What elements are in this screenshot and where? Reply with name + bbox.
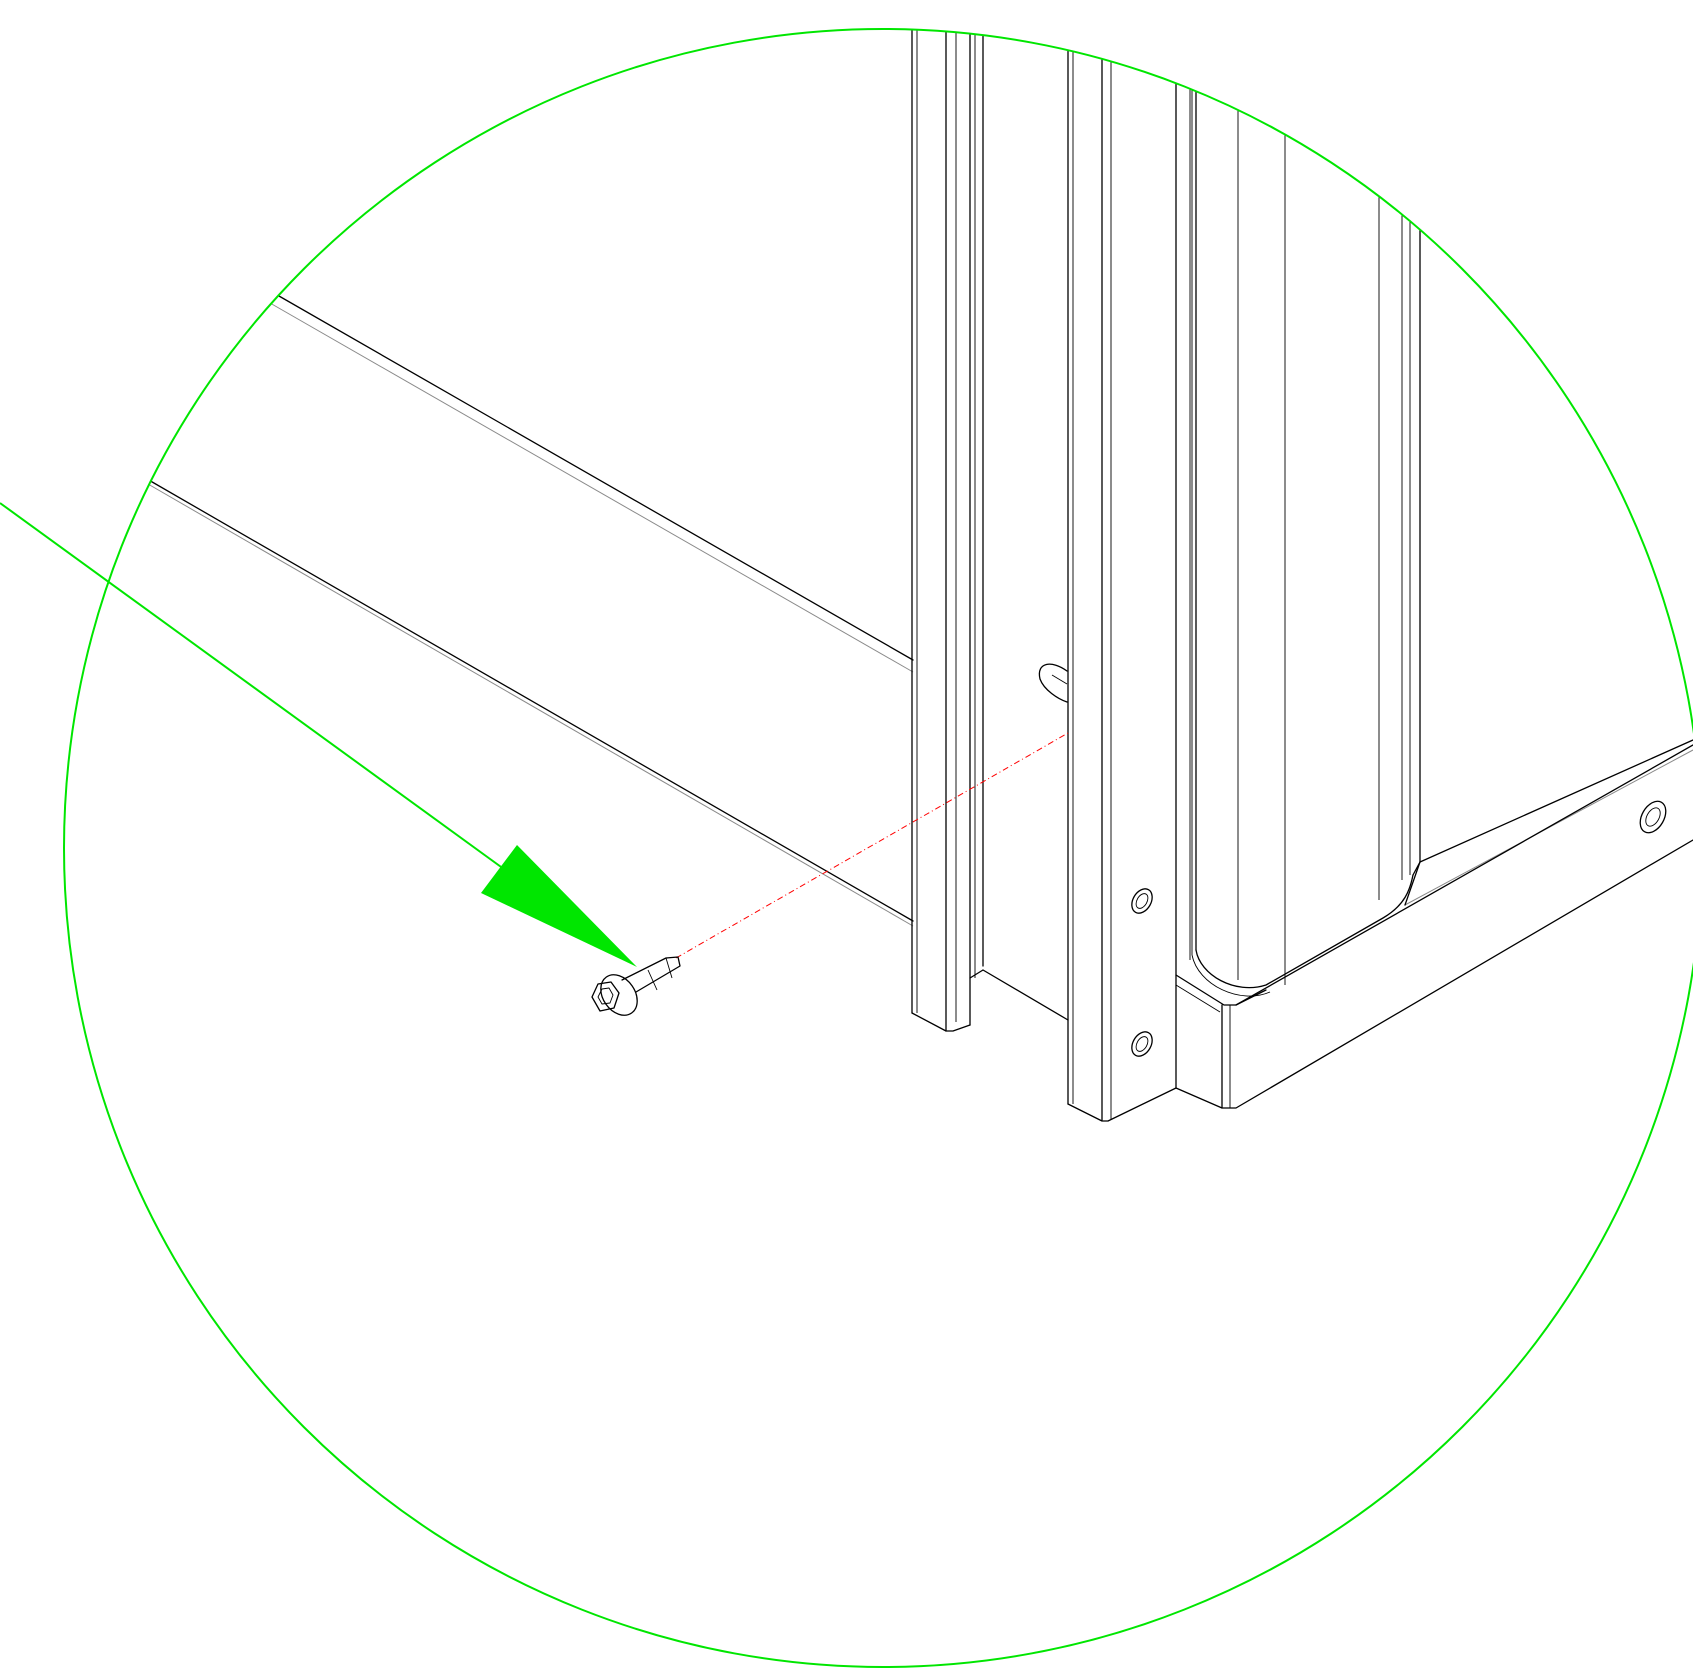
hex-flange-bolt-icon <box>591 956 681 1016</box>
insertion-arrow-icon <box>481 845 637 967</box>
vertical-rail-left <box>911 29 1069 1032</box>
vertical-rail-front <box>1038 39 1191 1122</box>
diagonal-panel <box>146 291 914 927</box>
detail-callout-circle <box>63 28 1693 1668</box>
detail-contents <box>146 29 1693 1122</box>
insertion-guide-line <box>675 732 1069 959</box>
base-channel <box>1175 744 1693 1109</box>
callout-leader-line <box>0 502 509 873</box>
upright-panel <box>1191 80 1693 997</box>
